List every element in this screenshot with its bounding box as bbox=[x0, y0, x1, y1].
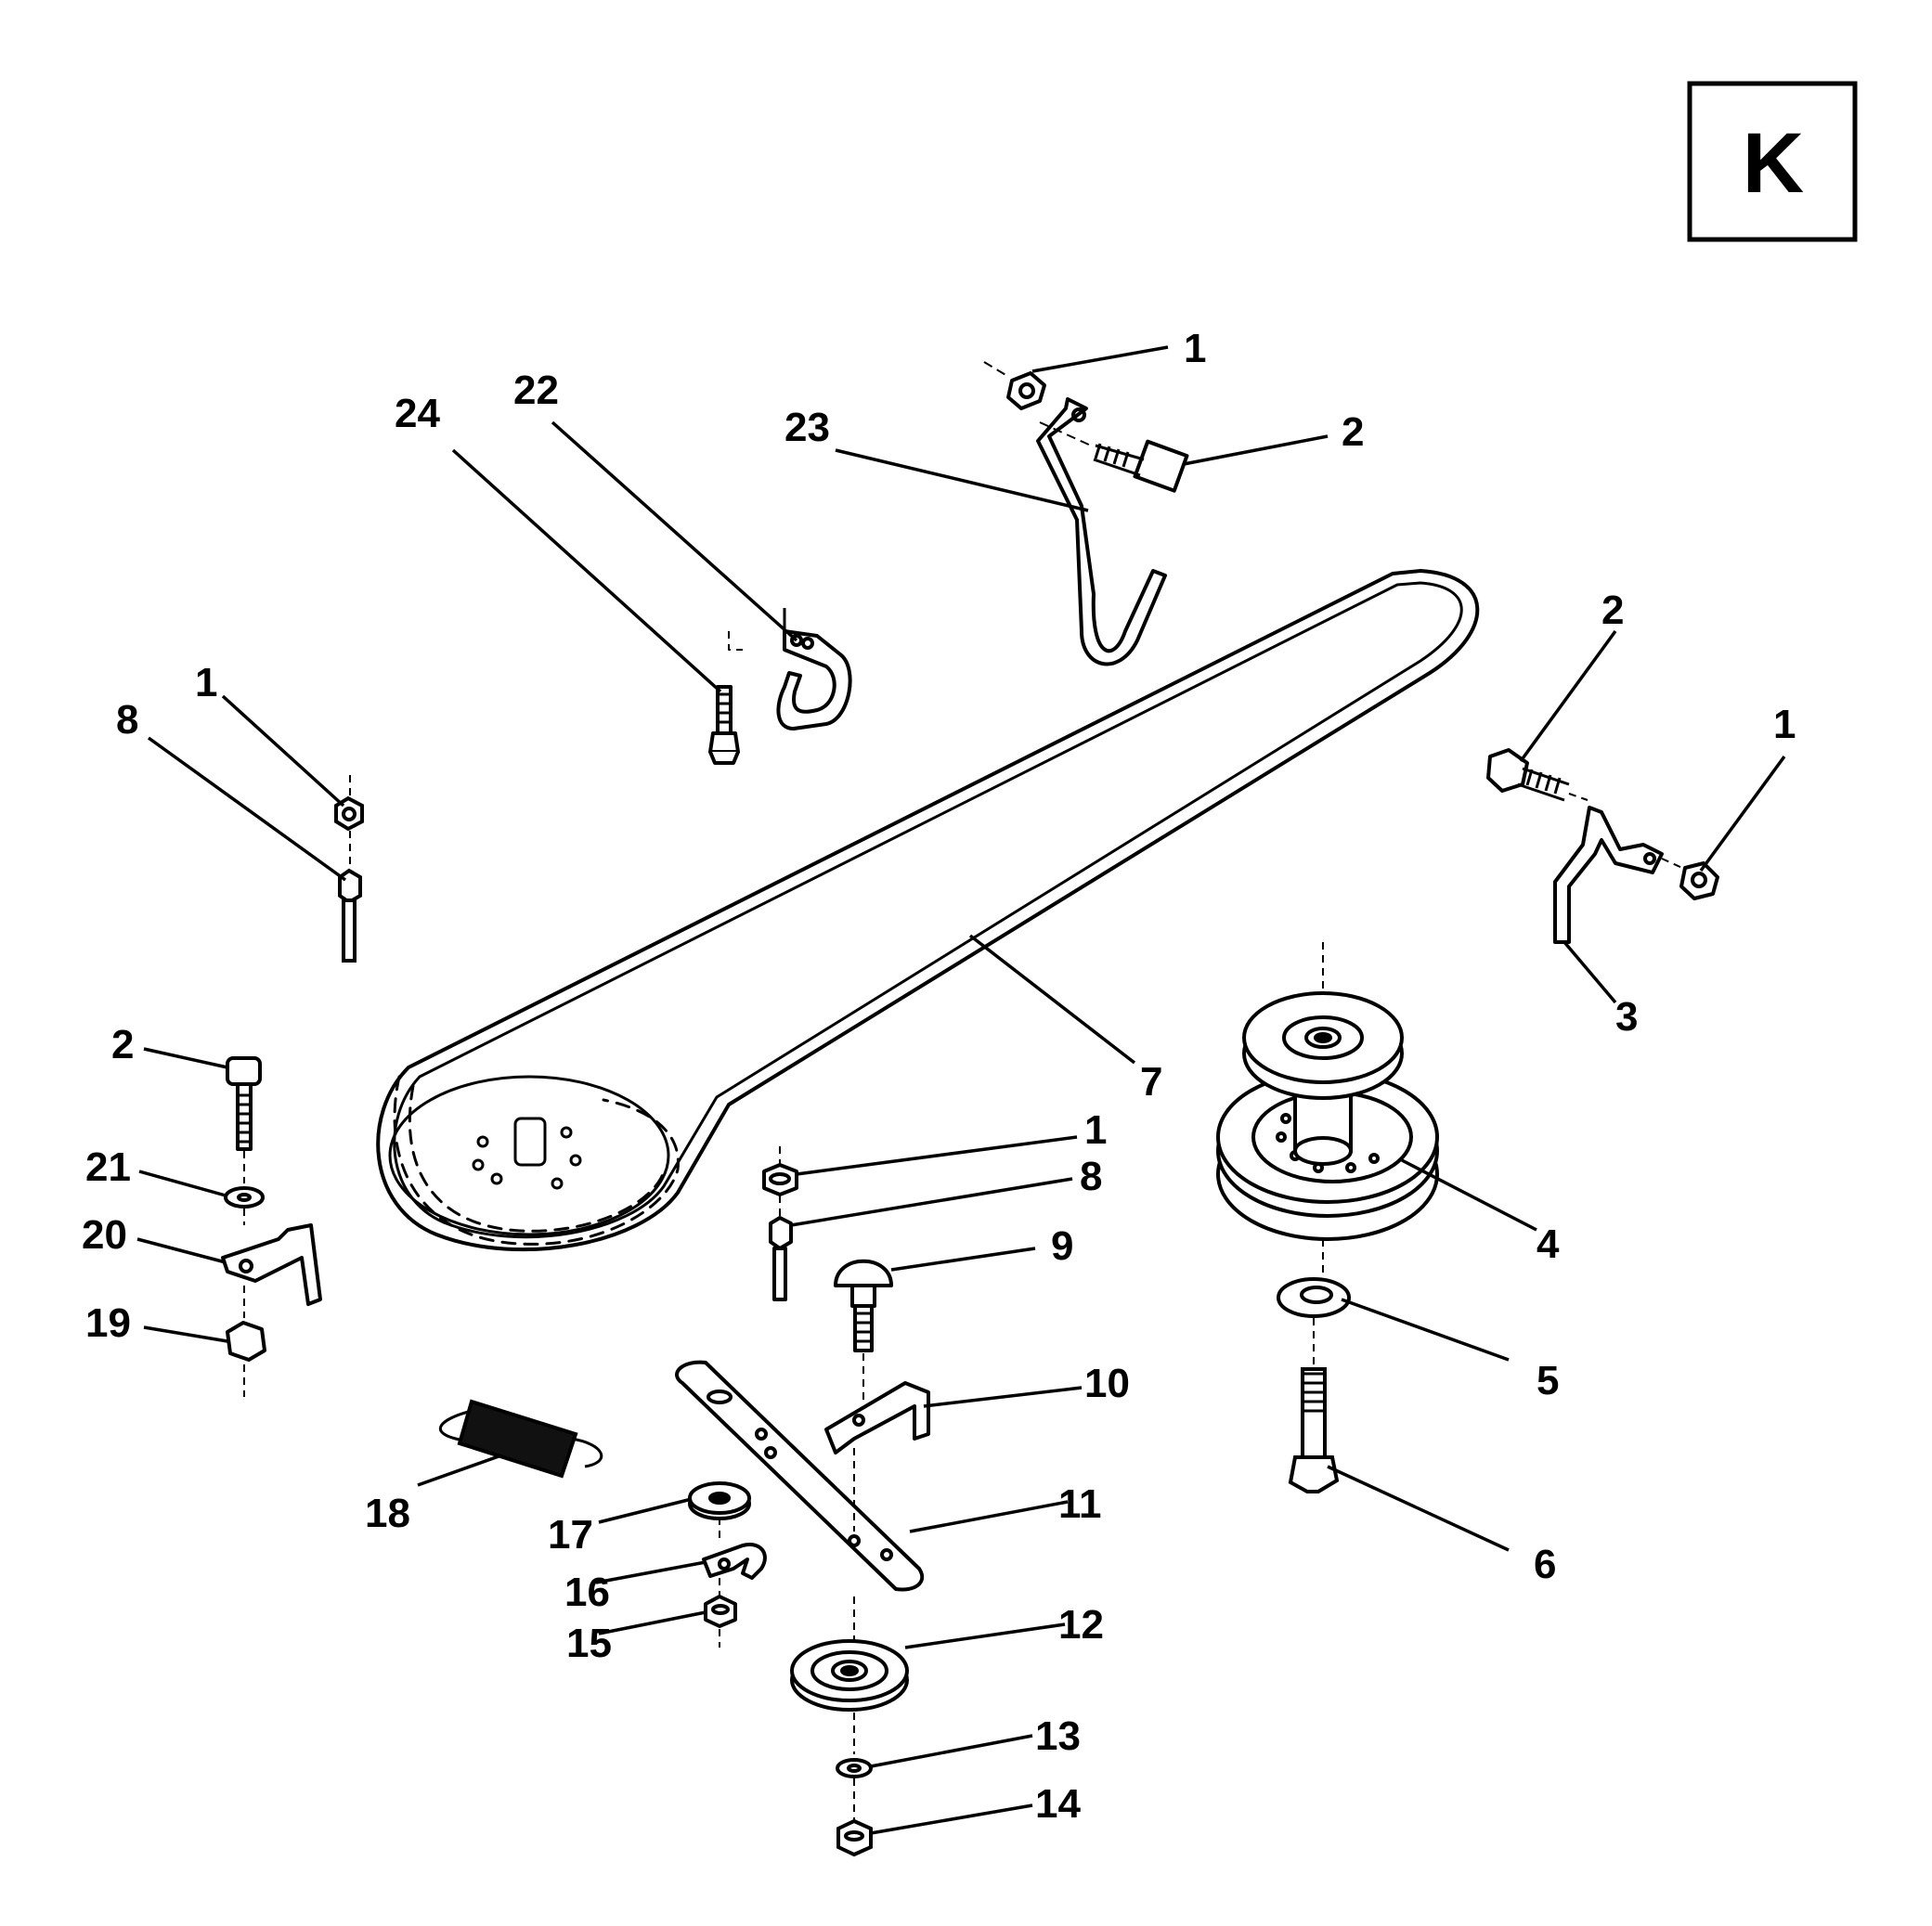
engine-pulley bbox=[388, 1075, 670, 1236]
callout-13: 13 bbox=[1035, 1713, 1081, 1759]
idler-hardware bbox=[762, 1146, 930, 1454]
callout-1: 1 bbox=[1184, 326, 1206, 371]
callout-9: 9 bbox=[1051, 1223, 1073, 1269]
callout-3: 3 bbox=[1615, 994, 1638, 1040]
idler-spring bbox=[439, 1399, 603, 1479]
idler-arm bbox=[675, 1360, 925, 1643]
callout-18: 18 bbox=[365, 1491, 410, 1536]
callout-7: 7 bbox=[1140, 1059, 1162, 1105]
sheet-letter-box: K bbox=[1687, 81, 1858, 242]
callout-1: 1 bbox=[195, 660, 217, 705]
callout-15: 15 bbox=[566, 1621, 612, 1666]
drive-belt bbox=[376, 569, 1480, 1252]
callout-2: 2 bbox=[1342, 409, 1364, 455]
callout-5: 5 bbox=[1537, 1358, 1559, 1403]
callout-14: 14 bbox=[1035, 1781, 1081, 1827]
callout-1: 1 bbox=[1773, 702, 1796, 747]
callout-23: 23 bbox=[784, 405, 830, 450]
callout-12: 12 bbox=[1058, 1602, 1104, 1648]
leader-lines bbox=[136, 345, 1786, 1835]
belt-guide-center bbox=[708, 608, 852, 765]
callout-22: 22 bbox=[513, 368, 559, 413]
idler-pulley bbox=[790, 1639, 909, 1857]
callout-2: 2 bbox=[111, 1022, 134, 1067]
belt-guide-right bbox=[1486, 748, 1719, 944]
spring-anchor-hardware bbox=[688, 1481, 767, 1648]
callout-16: 16 bbox=[564, 1570, 610, 1615]
callout-4: 4 bbox=[1537, 1222, 1560, 1267]
callout-6: 6 bbox=[1534, 1542, 1556, 1587]
sheet-letter: K bbox=[1743, 116, 1804, 211]
callout-20: 20 bbox=[82, 1212, 127, 1258]
callout-10: 10 bbox=[1084, 1361, 1130, 1406]
callout-19: 19 bbox=[85, 1300, 131, 1346]
callout-labels: 1 2 23 22 24 2 1 3 8 1 7 4 5 6 2 21 20 1… bbox=[82, 326, 1796, 1827]
callout-2: 2 bbox=[1601, 588, 1624, 633]
callout-8: 8 bbox=[116, 697, 138, 743]
callout-8: 8 bbox=[1080, 1154, 1102, 1199]
transmission-pulley bbox=[1216, 942, 1439, 1493]
callout-17: 17 bbox=[548, 1512, 593, 1558]
callout-11: 11 bbox=[1058, 1481, 1102, 1527]
callout-1: 1 bbox=[1084, 1107, 1107, 1153]
belt-guide-upper bbox=[983, 361, 1189, 666]
bracket-assembly-left bbox=[221, 1056, 322, 1397]
callout-21: 21 bbox=[85, 1144, 131, 1190]
callout-24: 24 bbox=[395, 391, 440, 436]
